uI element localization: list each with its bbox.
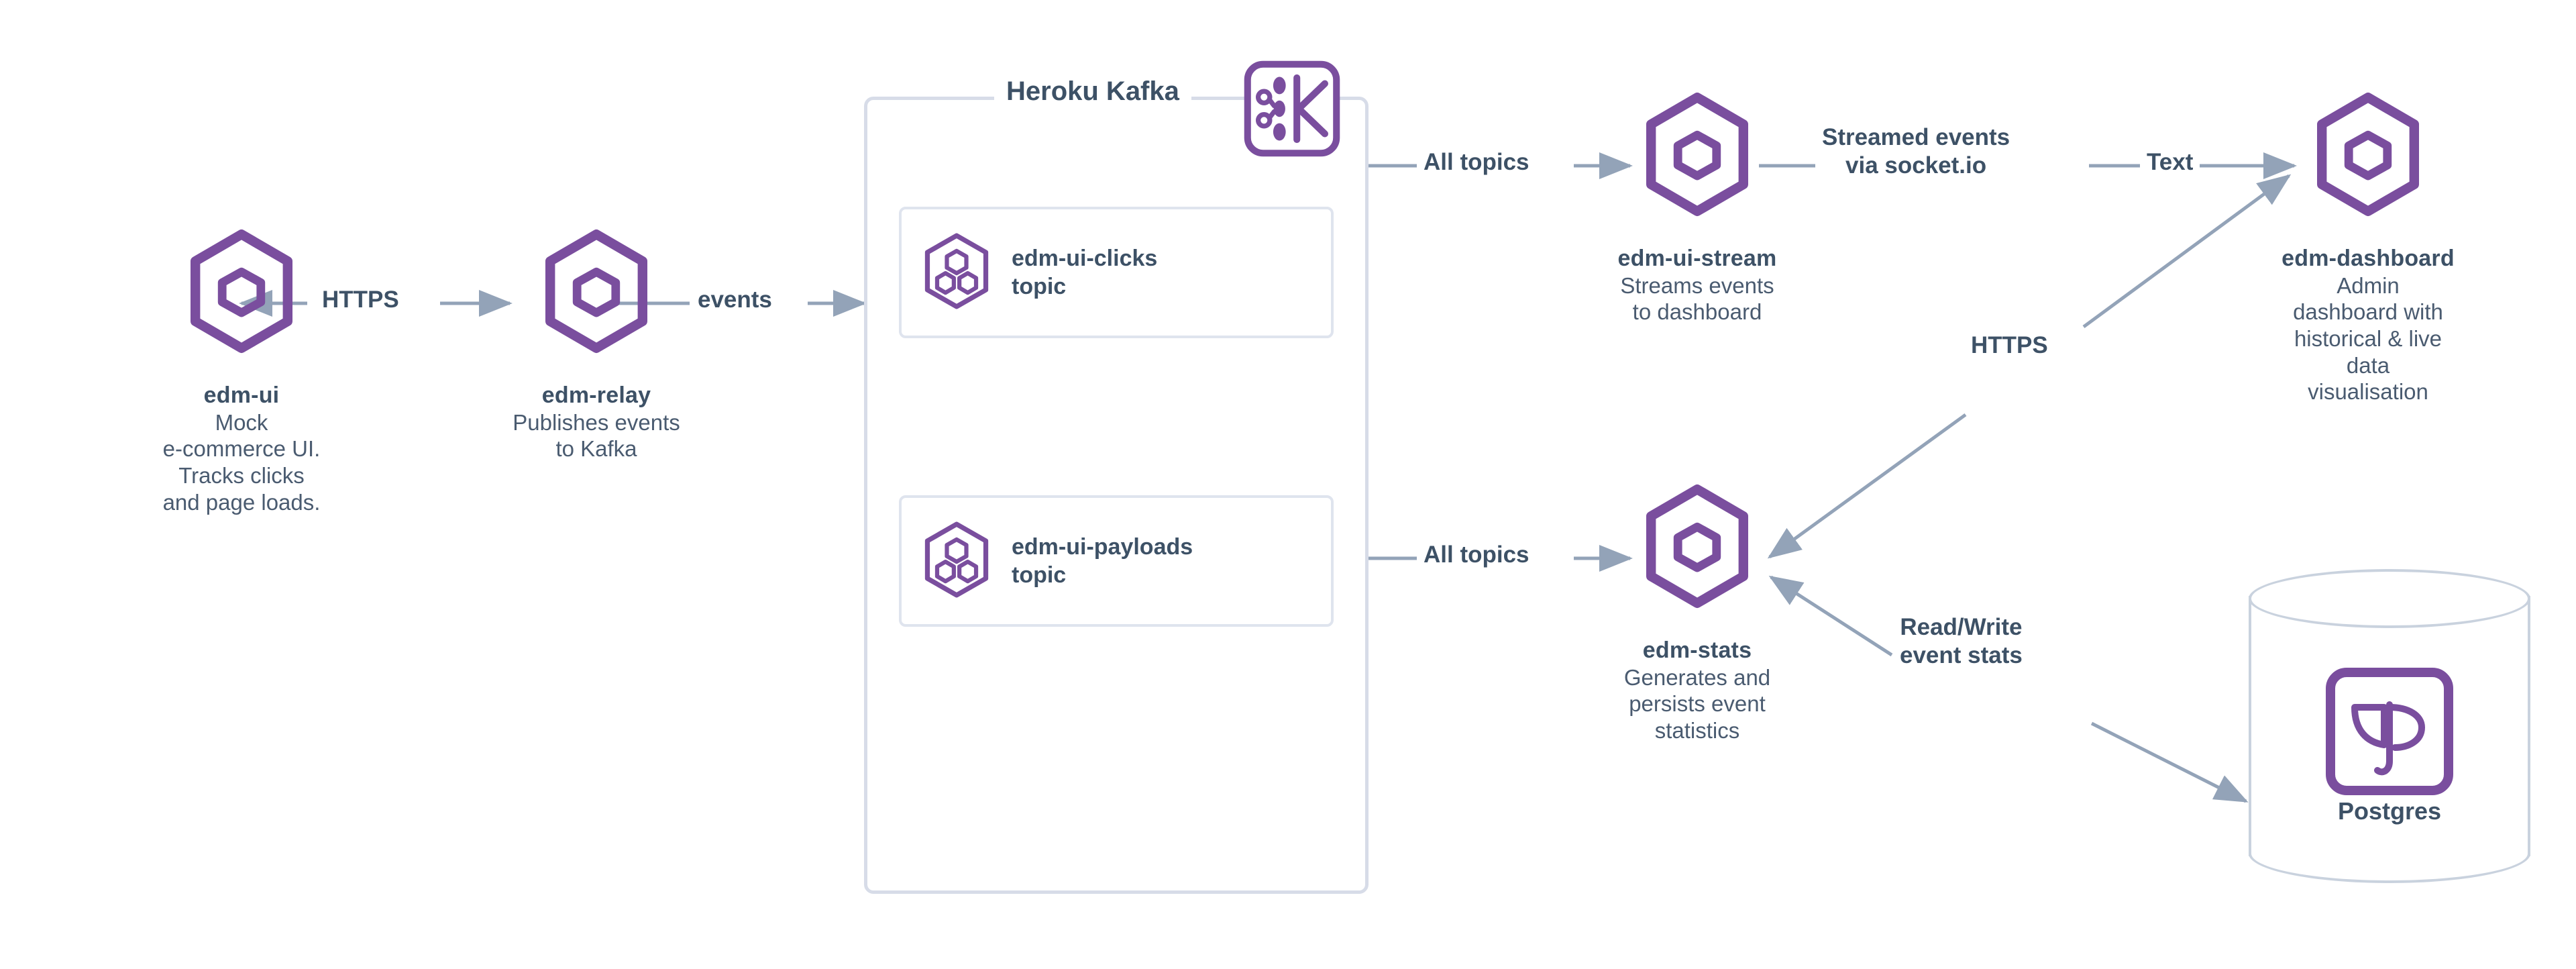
- edge-label-read-write-event-stats: Read/Write event stats: [1893, 612, 2029, 671]
- kafka-logo-icon: [1244, 60, 1340, 157]
- kafka-topic-clicks[interactable]: edm-ui-clicks topic: [899, 207, 1334, 338]
- app-hexagon-icon: [1638, 482, 1756, 614]
- edge-stats-postgres-lower: [2090, 721, 2249, 803]
- cylinder-body: [2249, 596, 2530, 856]
- node-edm-dashboard[interactable]: edm-dashboard Admin dashboard with histo…: [2234, 90, 2502, 405]
- node-edm-ui[interactable]: edm-ui Mock e-commerce UI. Tracks clicks…: [74, 227, 409, 515]
- node-edm-ui-caption: edm-ui Mock e-commerce UI. Tracks clicks…: [162, 382, 321, 515]
- edge-label-https-ui-relay: HTTPS: [315, 285, 406, 315]
- cylinder-top: [2249, 569, 2530, 628]
- postgres-label: Postgres: [2337, 797, 2442, 825]
- kafka-topic-hexagon-icon: [922, 521, 991, 601]
- edge-label-all-topics-payloads: All topics: [1417, 540, 1536, 570]
- edge-label-https-stats-dashboard: HTTPS: [1964, 330, 2055, 361]
- edge-label-text: Text: [2140, 147, 2200, 178]
- node-edm-dashboard-caption: edm-dashboard Admin dashboard with histo…: [2282, 246, 2455, 405]
- node-edm-stats[interactable]: edm-stats Generates and persists event s…: [1570, 482, 1825, 744]
- app-hexagon-icon: [1638, 90, 1756, 222]
- node-postgres[interactable]: Postgres: [2249, 569, 2530, 883]
- edge-label-events: events: [691, 285, 779, 315]
- node-edm-relay-caption: edm-relay Publishes events to Kafka: [513, 382, 680, 462]
- edge-label-streamed-events: Streamed events via socket.io: [1815, 122, 2017, 181]
- edge-label-all-topics-clicks: All topics: [1417, 147, 1536, 178]
- kafka-topic-payloads-label: edm-ui-payloads topic: [1012, 533, 1193, 589]
- kafka-topic-clicks-label: edm-ui-clicks topic: [1012, 245, 1158, 300]
- node-edm-stats-caption: edm-stats Generates and persists event s…: [1623, 638, 1771, 743]
- kafka-group-title: Heroku Kafka: [994, 76, 1191, 107]
- kafka-topic-hexagon-icon: [922, 233, 991, 313]
- kafka-topic-payloads[interactable]: edm-ui-payloads topic: [899, 495, 1334, 627]
- app-hexagon-icon: [537, 227, 655, 359]
- node-edm-ui-stream[interactable]: edm-ui-stream Streams events to dashboar…: [1570, 90, 1825, 325]
- node-edm-ui-stream-caption: edm-ui-stream Streams events to dashboar…: [1617, 246, 1777, 325]
- node-edm-relay[interactable]: edm-relay Publishes events to Kafka: [449, 227, 744, 462]
- postgres-elephant-icon: [2322, 664, 2457, 802]
- app-hexagon-icon: [2309, 90, 2427, 222]
- app-hexagon-icon: [182, 227, 301, 359]
